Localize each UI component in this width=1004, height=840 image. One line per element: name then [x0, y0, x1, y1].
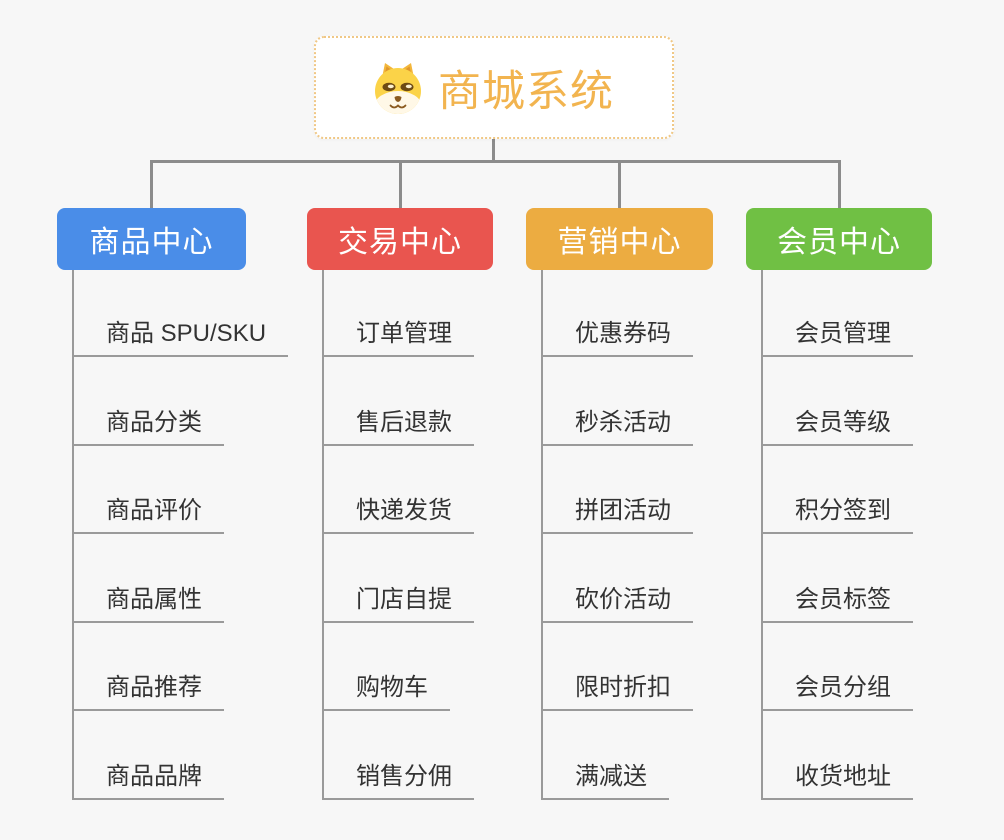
child-node[interactable]: 满减送	[541, 752, 669, 800]
branch-drop-line	[150, 160, 153, 208]
child-node[interactable]: 限时折扣	[541, 663, 693, 711]
child-node[interactable]: 售后退款	[322, 398, 474, 446]
child-node[interactable]: 收货地址	[761, 752, 913, 800]
dog-face-icon	[374, 61, 422, 115]
branch-node[interactable]: 会员中心	[746, 208, 932, 270]
child-node[interactable]: 拼团活动	[541, 486, 693, 534]
branch-node[interactable]: 营销中心	[526, 208, 713, 270]
branch-trunk-line	[72, 270, 74, 800]
child-node[interactable]: 销售分佣	[322, 752, 474, 800]
child-node[interactable]: 商品品牌	[72, 752, 224, 800]
child-node[interactable]: 订单管理	[322, 309, 474, 357]
child-node[interactable]: 商品属性	[72, 575, 224, 623]
branch-node-label: 会员中心	[777, 226, 901, 259]
branch-trunk-line	[322, 270, 324, 800]
child-node[interactable]: 会员管理	[761, 309, 913, 357]
child-node[interactable]: 购物车	[322, 663, 450, 711]
child-node[interactable]: 商品分类	[72, 398, 224, 446]
branch-node[interactable]: 商品中心	[57, 208, 246, 270]
child-node[interactable]: 积分签到	[761, 486, 913, 534]
branch-node-label: 营销中心	[557, 226, 682, 259]
child-node[interactable]: 商品评价	[72, 486, 224, 534]
branch-node-label: 交易中心	[338, 226, 462, 259]
branch-drop-line	[398, 160, 402, 208]
child-node[interactable]: 门店自提	[322, 575, 474, 623]
connector-bus-line	[150, 160, 841, 163]
child-node[interactable]: 会员标签	[761, 575, 913, 623]
branch-node-label: 商品中心	[89, 226, 214, 259]
branch-drop-line	[618, 160, 621, 208]
child-node[interactable]: 秒杀活动	[541, 398, 693, 446]
branch-drop-line	[837, 160, 841, 208]
root-node[interactable]: 商城系统	[314, 36, 674, 139]
child-node[interactable]: 商品推荐	[72, 663, 224, 711]
branch-trunk-line	[761, 270, 763, 800]
child-node[interactable]: 商品 SPU/SKU	[72, 309, 289, 357]
root-node-label: 商城系统	[438, 67, 614, 116]
branch-trunk-line	[541, 270, 543, 800]
child-node[interactable]: 会员等级	[761, 398, 913, 446]
child-node[interactable]: 会员分组	[761, 663, 913, 711]
root-stem-line	[492, 139, 495, 163]
child-node[interactable]: 优惠券码	[541, 309, 693, 357]
child-node[interactable]: 砍价活动	[541, 575, 693, 623]
child-node[interactable]: 快递发货	[322, 486, 474, 534]
branch-node[interactable]: 交易中心	[307, 208, 493, 270]
